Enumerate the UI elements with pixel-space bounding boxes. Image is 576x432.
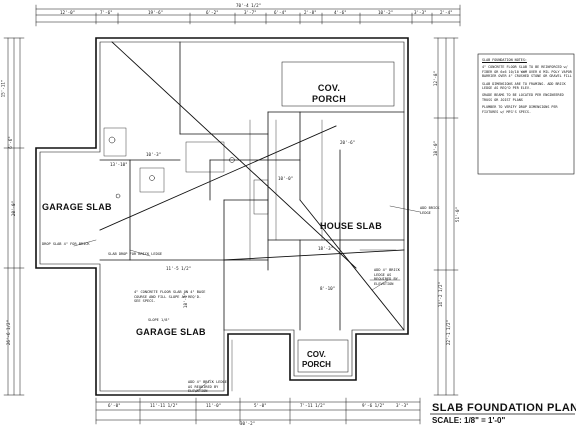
dim-top-4: 6'-2" bbox=[206, 10, 219, 15]
porch-top-outline bbox=[281, 61, 395, 107]
dim-top-10: 3'-3" bbox=[414, 10, 427, 15]
dim-in-6: 10'-0" bbox=[278, 176, 294, 181]
porch-bottom-outline bbox=[297, 339, 349, 373]
dim-top-8: 4'-6" bbox=[334, 10, 347, 15]
dim-top-3: 19'-6" bbox=[148, 10, 164, 15]
dim-bot-1: 6'-0" bbox=[108, 403, 121, 408]
garage-slab-left-label: GARAGE SLAB bbox=[42, 202, 112, 212]
interior-lines bbox=[99, 41, 405, 331]
top-dimension-lines bbox=[35, 4, 461, 27]
notes-box bbox=[477, 53, 575, 175]
callout-slope: SLOPE 1/8" bbox=[148, 318, 170, 322]
garage-slab-main-label: GARAGE SLAB bbox=[136, 327, 206, 337]
bottom-dimension-lines bbox=[95, 397, 421, 425]
house-slab-label: HOUSE SLAB bbox=[320, 221, 383, 231]
dim-in-2: 10'-3" bbox=[146, 152, 162, 157]
dim-in-4: 11'-5 1/2" bbox=[166, 266, 192, 271]
note-1: 4" CONCRETE FLOOR SLAB TO BE REINFORCED … bbox=[482, 65, 572, 79]
dim-top-1: 12'-0" bbox=[60, 10, 76, 15]
plan-title: SLAB FOUNDATION PLAN bbox=[432, 402, 576, 414]
cov-porch-top-line1: COV. bbox=[317, 83, 341, 93]
dim-in-7: 8'-10" bbox=[320, 286, 336, 291]
diagonal-beams bbox=[99, 41, 405, 331]
right-dimension-lines bbox=[433, 37, 459, 396]
dim-in-5: 18'-3" bbox=[318, 246, 334, 251]
notes-heading: SLAB FOUNDATION NOTES: bbox=[482, 58, 527, 62]
dim-left-3: 20'-0" bbox=[11, 200, 17, 217]
callout-drop-note: SLAB DROP FOR BRICK LEDGE bbox=[108, 252, 163, 256]
cov-porch-bottom-line1: COV. bbox=[307, 350, 326, 359]
dim-left-1: 15'-11" bbox=[0, 79, 6, 98]
dim-top-7: 2'-8" bbox=[304, 10, 317, 15]
dim-bot-6: 30'-2" bbox=[240, 421, 256, 426]
leader-lines bbox=[73, 205, 421, 393]
plan-scale: SCALE: 1/8" = 1'-0" bbox=[432, 416, 506, 425]
callout-brick-ledge: ADD 4" BRICK LEDGE AS REQUIRED BY ELEVAT… bbox=[188, 380, 227, 394]
dim-overall-top: 70'-4 1/2" bbox=[236, 3, 262, 8]
cov-porch-bottom-line2: PORCH bbox=[302, 360, 331, 369]
dim-top-11: 2'-4" bbox=[440, 10, 453, 15]
dim-right-5: 51'-0" bbox=[455, 206, 461, 223]
callout-brick-add2: ADD BRICK LEDGE bbox=[420, 206, 440, 215]
dim-right-1: 12'-8" bbox=[433, 70, 439, 87]
slab-foundation-notes: SLAB FOUNDATION NOTES: 4" CONCRETE FLOOR… bbox=[482, 58, 574, 117]
note-4: PLUMBER TO VERIFY DROP DIMENSIONS PER FI… bbox=[482, 105, 558, 114]
dim-bot-3: 11'-0" bbox=[206, 403, 222, 408]
dim-in-1: 13'-10" bbox=[110, 162, 128, 167]
dim-left-2: 6'-6" bbox=[7, 136, 13, 149]
note-3: GRADE BEAMS TO BE LOCATED PER ENGINEERED… bbox=[482, 93, 564, 102]
cov-porch-top-line2: PORCH bbox=[312, 94, 347, 104]
dim-bot-7: 9'-6 1/2" bbox=[362, 403, 385, 408]
dim-top-5: 3'-7" bbox=[244, 10, 257, 15]
dim-right-3: 14'-2 1/2" bbox=[438, 281, 444, 308]
cov-porch-bottom-label: COV. PORCH bbox=[302, 350, 331, 370]
dim-right-4: 22'-1 1/2" bbox=[446, 319, 452, 346]
dim-bot-5: 7'-11 1/2" bbox=[300, 403, 326, 408]
dim-top-6: 6'-4" bbox=[274, 10, 287, 15]
left-dimension-lines bbox=[3, 37, 25, 396]
dim-bot-8: 3'-3" bbox=[396, 403, 409, 408]
dim-in-3: 20'-6" bbox=[340, 140, 356, 145]
dim-bot-2: 11'-11 1/2" bbox=[150, 403, 178, 408]
plumbing-fixtures bbox=[108, 136, 235, 199]
dim-bot-4: 5'-0" bbox=[254, 403, 267, 408]
thin-interior-lines bbox=[103, 119, 401, 392]
dim-top-9: 10'-2" bbox=[378, 10, 394, 15]
dim-top-2: 7'-6" bbox=[100, 10, 113, 15]
cov-porch-top-label: COV. PORCH bbox=[312, 83, 346, 105]
slab-outline bbox=[35, 37, 409, 396]
dim-right-2: 18'-0" bbox=[433, 140, 439, 157]
callout-drop-slab: DROP SLAB 4" FOR BRICK bbox=[42, 242, 90, 246]
slab-outline-inner bbox=[39, 41, 405, 392]
callout-brick-add: ADD 4" BRICK LEDGE AS REQUIRED BY ELEVAT… bbox=[374, 268, 400, 286]
note-2: SLAB DIMENSIONS ARE TO FRAMING. ADD BRIC… bbox=[482, 81, 566, 91]
dim-left-4: 26'-6 1/2" bbox=[6, 319, 12, 346]
callout-slab-garage: 4" CONCRETE FLOOR SLAB ON 4" BASE COURSE… bbox=[134, 290, 206, 304]
